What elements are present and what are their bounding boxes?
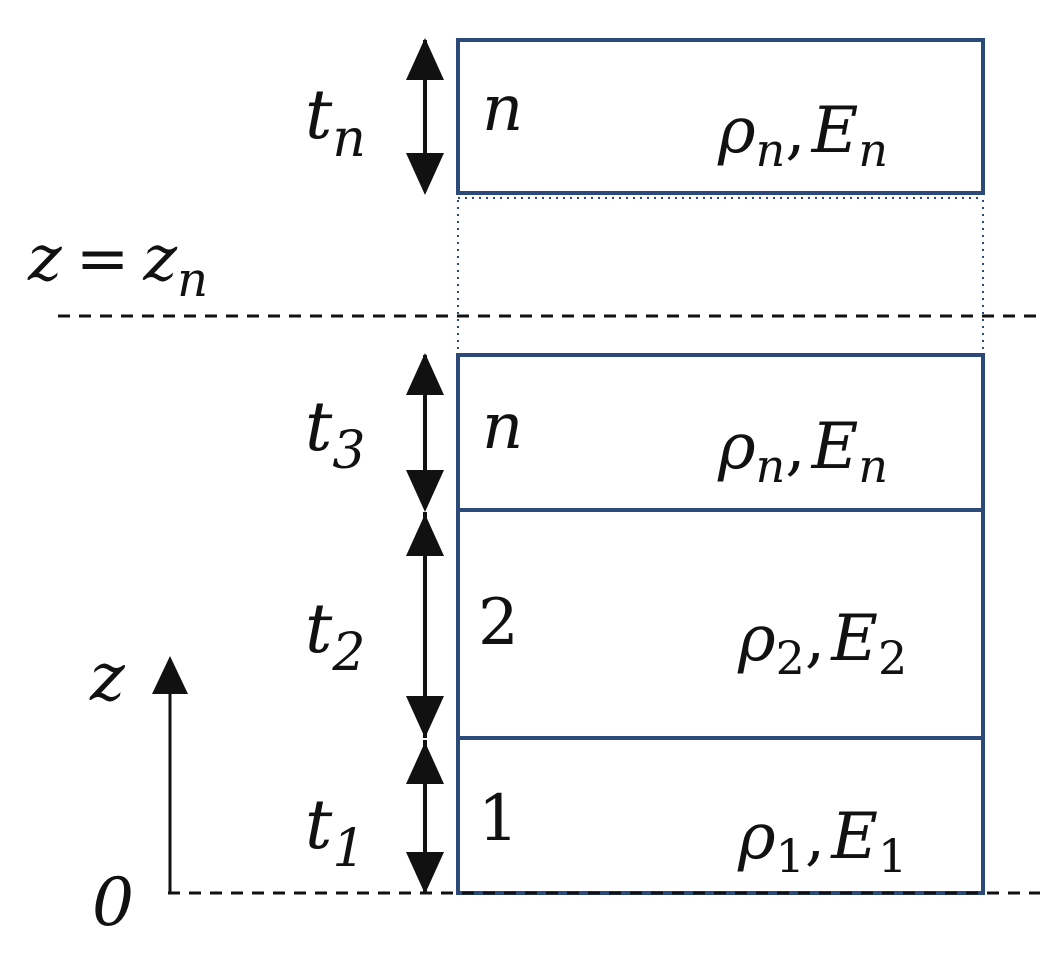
layer-props-3: ρn,En [717,410,888,493]
origin-label: 0 [92,864,134,941]
layer-index-1: 1 [478,782,519,856]
layer-index-2: 2 [478,586,519,660]
layer-props-1: ρ1,E1 [737,800,907,883]
interface-label: z=zn [27,222,208,308]
z-axis-arrow [152,656,188,893]
z-axis-label: z [89,639,126,716]
thickness-arrow-top [406,38,444,195]
layer-box-2 [456,508,985,740]
thickness-arrow-3 [406,353,444,512]
layer-props-top: ρn,En [717,94,888,177]
layer-index-3: n [482,390,523,464]
thickness-label-2: t2 [305,590,365,683]
thickness-label-3: t3 [305,388,365,481]
layer-box-top [456,38,985,195]
thickness-label-top: tn [305,76,366,169]
layer-index-top: n [482,72,523,146]
thickness-arrow-2 [406,512,444,738]
layer-props-2: ρ2,E2 [737,602,907,685]
thickness-label-1: t1 [305,786,365,879]
thickness-arrow-1 [406,740,444,894]
